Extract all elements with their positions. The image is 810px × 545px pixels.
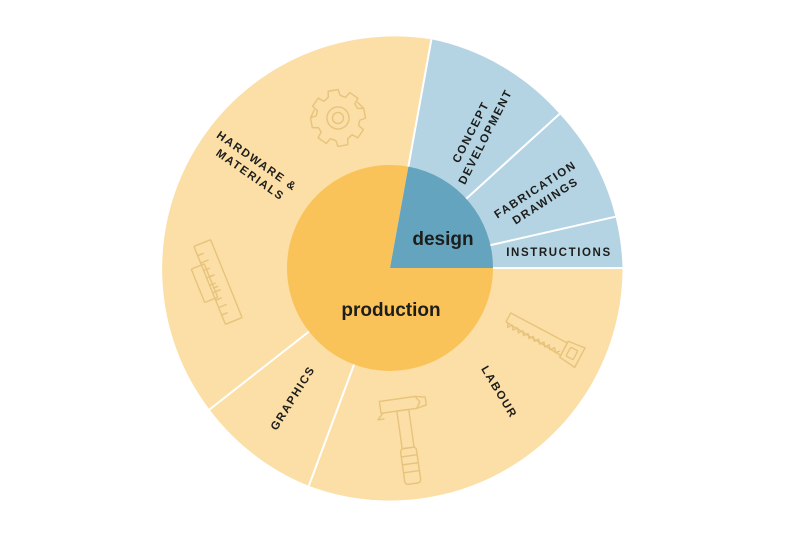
label-instructions: INSTRUCTIONS: [506, 247, 611, 259]
hammer-icon: [377, 395, 428, 485]
ruler-icon: [190, 239, 243, 325]
core-label-production: production: [341, 300, 440, 321]
core-design: [390, 166, 493, 268]
core-production: [287, 164, 493, 371]
saw-icon: [505, 312, 586, 369]
core-label-design: design: [412, 229, 473, 250]
gear-icon: [309, 88, 367, 148]
